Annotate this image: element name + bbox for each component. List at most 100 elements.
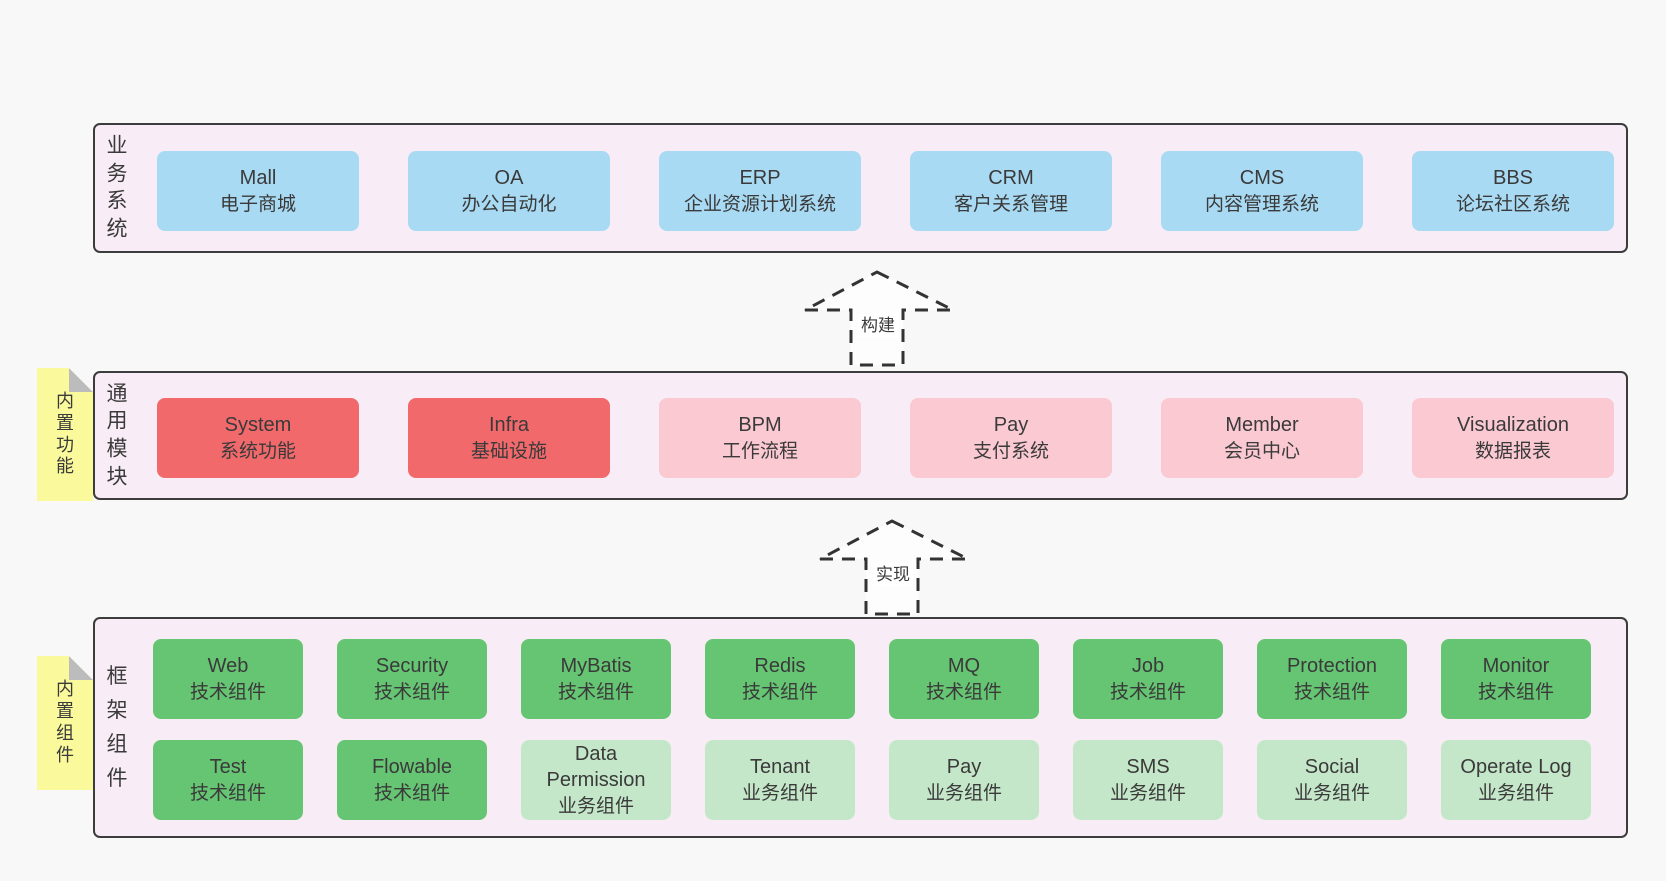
box-name: Visualization [1457,414,1569,437]
business-box-row: Mall 电子商城 OA 办公自动化 ERP 企业资源计划系统 CRM 客户关系… [157,151,1614,231]
box-subtitle: 业务组件 [1293,782,1370,804]
box-redis: Redis 技术组件 [705,639,855,719]
box-name: Tenant [749,756,811,779]
box-data-permission: Data Permission 业务组件 [521,740,671,820]
box-name: Data Permission [546,743,646,792]
box-subtitle: 技术组件 [1109,681,1186,703]
box-name: Infra [488,414,530,437]
box-subtitle: 技术组件 [373,782,450,804]
box-name: SMS [1126,756,1170,779]
box-subtitle: 技术组件 [189,681,266,703]
box-operate-log: Operate Log 业务组件 [1441,740,1591,820]
box-system: System 系统功能 [157,398,359,478]
box-job: Job 技术组件 [1073,639,1223,719]
box-subtitle: 技术组件 [741,681,818,703]
box-mq: MQ 技术组件 [889,639,1039,719]
box-subtitle: 办公自动化 [461,193,557,215]
box-subtitle: 技术组件 [373,681,450,703]
box-crm: CRM 客户关系管理 [910,151,1112,231]
box-subtitle: 会员中心 [1223,440,1300,462]
box-name: Monitor [1482,655,1550,678]
box-cms: CMS 内容管理系统 [1161,151,1363,231]
box-flowable: Flowable 技术组件 [337,740,487,820]
arrow-implement: 实现 [815,513,971,617]
box-security: Security 技术组件 [337,639,487,719]
box-subtitle: 技术组件 [1477,681,1554,703]
box-oa: OA 办公自动化 [408,151,610,231]
box-name: BPM [738,414,782,437]
panel-common-modules: 通用模块 System 系统功能 Infra 基础设施 BPM 工作流程 Pay… [93,371,1628,500]
box-subtitle: 支付系统 [972,440,1049,462]
box-bbs: BBS 论坛社区系统 [1412,151,1614,231]
panel-business-systems: 业务系统 Mall 电子商城 OA 办公自动化 ERP 企业资源计划系统 CRM… [93,123,1628,253]
tag-label: 内置功能 [56,390,74,477]
box-name: Pay [946,756,982,779]
panel-framework-components: 框架组件 Web 技术组件 Security 技术组件 MyBatis 技术组件… [93,617,1628,838]
box-protection: Protection 技术组件 [1257,639,1407,719]
box-name: Flowable [371,756,453,779]
box-monitor: Monitor 技术组件 [1441,639,1591,719]
arrow-label: 构建 [858,314,898,338]
box-subtitle: 基础设施 [470,440,547,462]
box-name: Test [209,756,247,779]
box-test: Test 技术组件 [153,740,303,820]
box-subtitle: 技术组件 [189,782,266,804]
box-pay: Pay 支付系统 [910,398,1112,478]
box-subtitle: 业务组件 [1477,782,1554,804]
box-name: OA [494,167,524,190]
box-bpm: BPM 工作流程 [659,398,861,478]
box-subtitle: 系统功能 [219,440,296,462]
panel-label: 通用模块 [106,382,128,489]
box-name: Social [1304,756,1360,779]
box-subtitle: 业务组件 [925,782,1002,804]
box-subtitle: 技术组件 [557,681,634,703]
box-name: Mall [239,167,277,190]
box-name: Redis [754,655,806,678]
box-subtitle: 内容管理系统 [1204,193,1319,215]
box-name: Pay [993,414,1029,437]
box-erp: ERP 企业资源计划系统 [659,151,861,231]
box-name: CMS [1239,167,1285,190]
tag-built-in-features: 内置功能 [37,368,93,501]
tag-label: 内置组件 [56,679,74,765]
panel-label: 业务系统 [106,134,128,241]
box-name: Member [1225,414,1299,437]
box-subtitle: 业务组件 [741,782,818,804]
box-subtitle: 数据报表 [1474,440,1551,462]
arrow-build: 构建 [800,264,956,368]
box-subtitle: 论坛社区系统 [1455,193,1570,215]
box-mall: Mall 电子商城 [157,151,359,231]
box-tenant: Tenant 业务组件 [705,740,855,820]
box-subtitle: 业务组件 [1109,782,1186,804]
box-name: System [224,414,292,437]
box-web: Web 技术组件 [153,639,303,719]
box-name: ERP [739,167,781,190]
box-subtitle: 技术组件 [1293,681,1370,703]
box-name: MyBatis [560,655,632,678]
box-social: Social 业务组件 [1257,740,1407,820]
box-subtitle: 电子商城 [219,193,296,215]
box-subtitle: 技术组件 [925,681,1002,703]
box-name: Operate Log [1460,756,1572,779]
box-name: BBS [1492,167,1534,190]
box-name: Protection [1286,655,1378,678]
framework-box-row-2: Test 技术组件 Flowable 技术组件 Data Permission … [153,740,1591,820]
arrow-label: 实现 [873,563,913,587]
panel-label: 框架组件 [106,664,128,790]
modules-box-row: System 系统功能 Infra 基础设施 BPM 工作流程 Pay 支付系统… [157,398,1614,478]
box-name: CRM [988,167,1034,190]
box-subtitle: 工作流程 [721,440,798,462]
box-mybatis: MyBatis 技术组件 [521,639,671,719]
box-name: MQ [947,655,981,678]
box-name: Web [207,655,249,678]
framework-box-row-1: Web 技术组件 Security 技术组件 MyBatis 技术组件 Redi… [153,639,1591,719]
box-visualization: Visualization 数据报表 [1412,398,1614,478]
box-infra: Infra 基础设施 [408,398,610,478]
box-name: Security [375,655,449,678]
box-subtitle: 客户关系管理 [953,193,1068,215]
box-subtitle: 业务组件 [557,795,634,817]
box-name: Job [1131,655,1165,678]
box-subtitle: 企业资源计划系统 [683,193,836,215]
box-sms: SMS 业务组件 [1073,740,1223,820]
